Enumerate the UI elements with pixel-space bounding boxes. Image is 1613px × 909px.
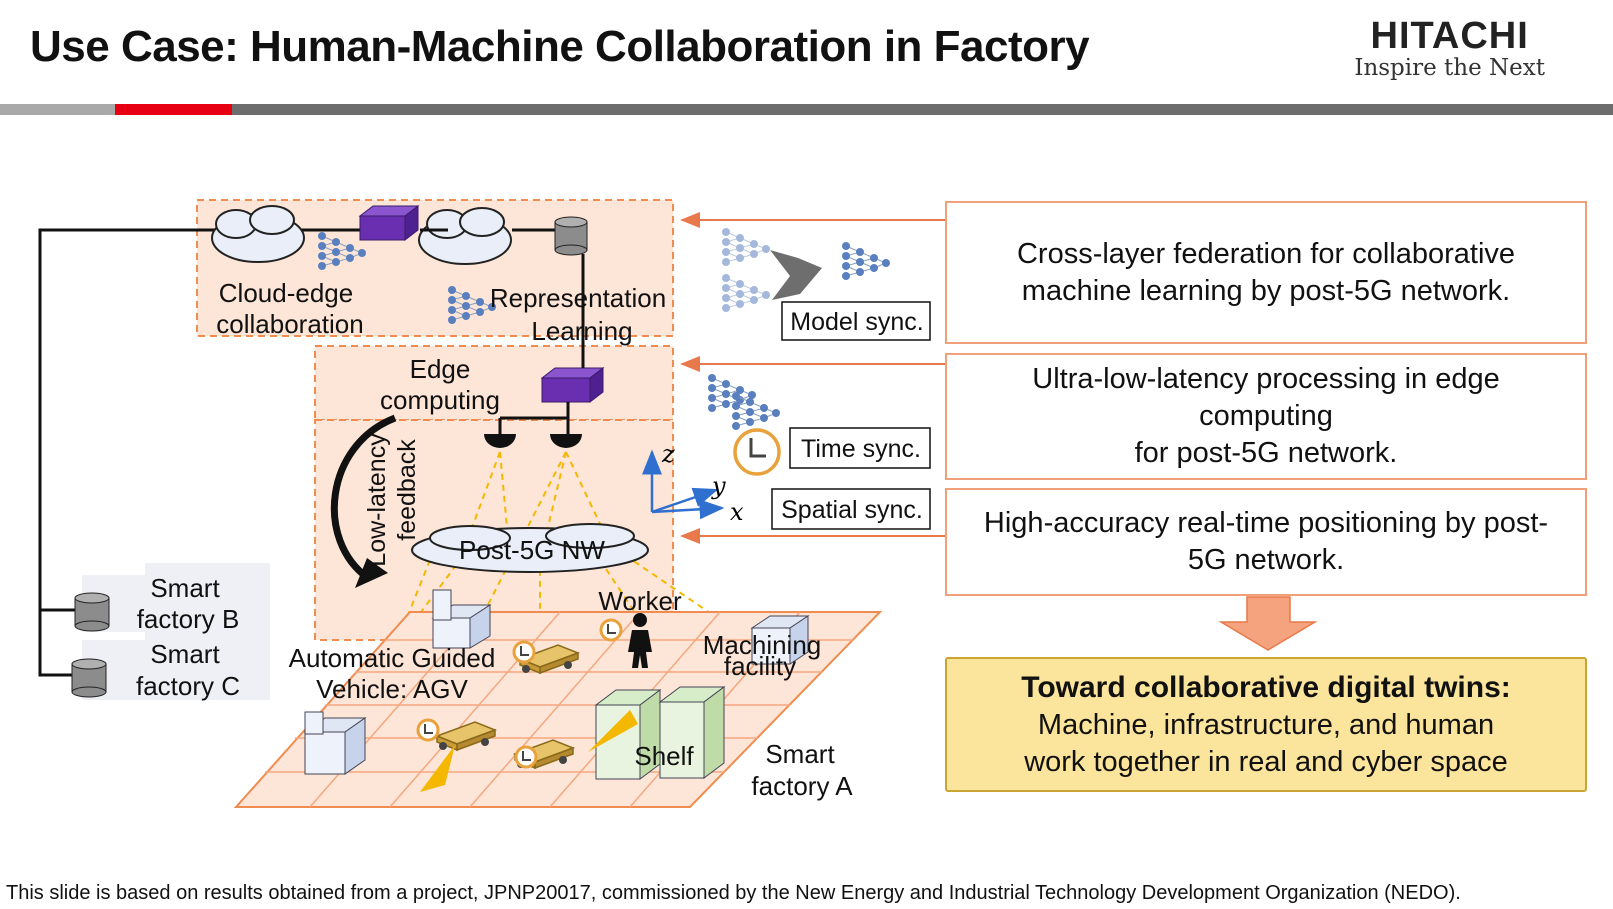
machine-icon: [303, 711, 367, 775]
time-sync-text: Time sync.: [801, 435, 921, 463]
logo-tagline: Inspire the Next: [1354, 55, 1545, 81]
agv-label: Vehicle: AGV: [316, 674, 468, 704]
architecture-diagram: Cloud-edge collaboration Representation …: [38, 199, 1318, 808]
conclusion-body: Machine, infrastructure, and human work …: [1024, 709, 1508, 778]
cloud-icon: [418, 207, 512, 265]
feature-text: Ultra-low-latency processing in edge com…: [1032, 363, 1500, 469]
sensor-beam-icon: [420, 745, 455, 792]
cloud-icon: [211, 205, 305, 263]
feature-box-positioning: High-accuracy real-time positioning by p…: [945, 488, 1587, 596]
machining-facility-icon: [750, 615, 810, 665]
conclusion-heading: Toward collaborative digital twins:: [1021, 671, 1511, 704]
axis-y-label: y: [711, 472, 726, 500]
antenna-icon: [484, 434, 516, 448]
model-sync-box: [781, 301, 931, 341]
agv-label: Automatic Guided: [289, 643, 496, 673]
cloud-edge-label: collaboration: [216, 309, 363, 339]
divider-red-segment: [115, 104, 232, 115]
down-arrow-icon: [1218, 596, 1318, 651]
representation-label: Learning: [531, 316, 632, 346]
axis-x-label: x: [730, 498, 744, 526]
shelf-icon: [658, 686, 726, 779]
post-5g-cloud: [411, 523, 649, 573]
coordinate-axes-icon: [642, 449, 725, 520]
machining-label: Machining: [703, 630, 822, 660]
antenna-icon: [550, 434, 582, 448]
clock-icon: [733, 428, 781, 476]
feedback-arrow-icon: [330, 414, 397, 581]
shelf-label: Shelf: [634, 741, 694, 771]
factory-b-label: Smart: [150, 573, 220, 603]
conclusion-box: Toward collaborative digital twins: Mach…: [945, 657, 1587, 792]
feature-box-federation: Cross-layer federation for collaborative…: [945, 201, 1587, 344]
hitachi-logo: HITACHI Inspire the Next: [1354, 16, 1545, 80]
clock-icon: [514, 745, 538, 769]
machine-icon: [431, 589, 492, 649]
factory-c-label: Smart: [150, 639, 220, 669]
edge-server-icon: [540, 366, 605, 404]
worker-icon: [628, 613, 652, 668]
model-sync-graphic: [721, 227, 891, 313]
network-label: Post-5G NW: [459, 535, 605, 565]
factory-b-panel: [82, 563, 270, 632]
axis-z-label: z: [661, 440, 675, 468]
edge-computing-label: Edge: [410, 354, 471, 384]
clock-icon: [416, 718, 440, 742]
logo-wordmark: HITACHI: [1370, 15, 1529, 57]
machining-label: facility: [724, 651, 796, 681]
spatial-sync-box: [771, 488, 931, 530]
clock-icon: [599, 618, 623, 642]
factory-a-label: factory A: [751, 771, 853, 801]
factory-b-label: factory B: [137, 604, 240, 634]
page-title: Use Case: Human-Machine Collaboration in…: [30, 22, 1090, 71]
time-sync-box: [789, 427, 931, 469]
database-icon: [554, 216, 588, 256]
model-sync-text: Model sync.: [790, 308, 924, 336]
footnote: This slide is based on results obtained …: [6, 882, 1461, 904]
factory-a-label: Smart: [765, 739, 835, 769]
edge-region: [314, 345, 674, 421]
spatial-sync-text: Spatial sync.: [781, 496, 923, 524]
cloud-edge-label: Cloud-edge: [219, 278, 353, 308]
representation-label: Representation: [490, 283, 666, 313]
feature-box-latency: Ultra-low-latency processing in edge com…: [945, 353, 1587, 480]
edge-server-icon: [358, 204, 420, 242]
factory-c-panel: [82, 630, 270, 700]
neural-network-icon: [707, 373, 757, 413]
database-icon: [74, 592, 110, 632]
low-latency-label: Low-latency: [363, 433, 391, 567]
low-latency-label: feedback: [393, 439, 421, 541]
edge-computing-label: computing: [380, 385, 500, 415]
sensor-beam-icon: [588, 710, 638, 752]
title-divider-bar: [0, 104, 1613, 115]
feature-text: High-accuracy real-time positioning by p…: [983, 507, 1549, 576]
clock-icon: [512, 640, 536, 664]
neural-network-icon: [731, 391, 781, 431]
factory-c-label: factory C: [136, 671, 240, 701]
worker-label: Worker: [598, 586, 682, 616]
divider-grey-segment: [0, 104, 115, 115]
feature-text: Cross-layer federation for collaborative…: [1016, 237, 1516, 307]
database-icon: [71, 658, 107, 698]
